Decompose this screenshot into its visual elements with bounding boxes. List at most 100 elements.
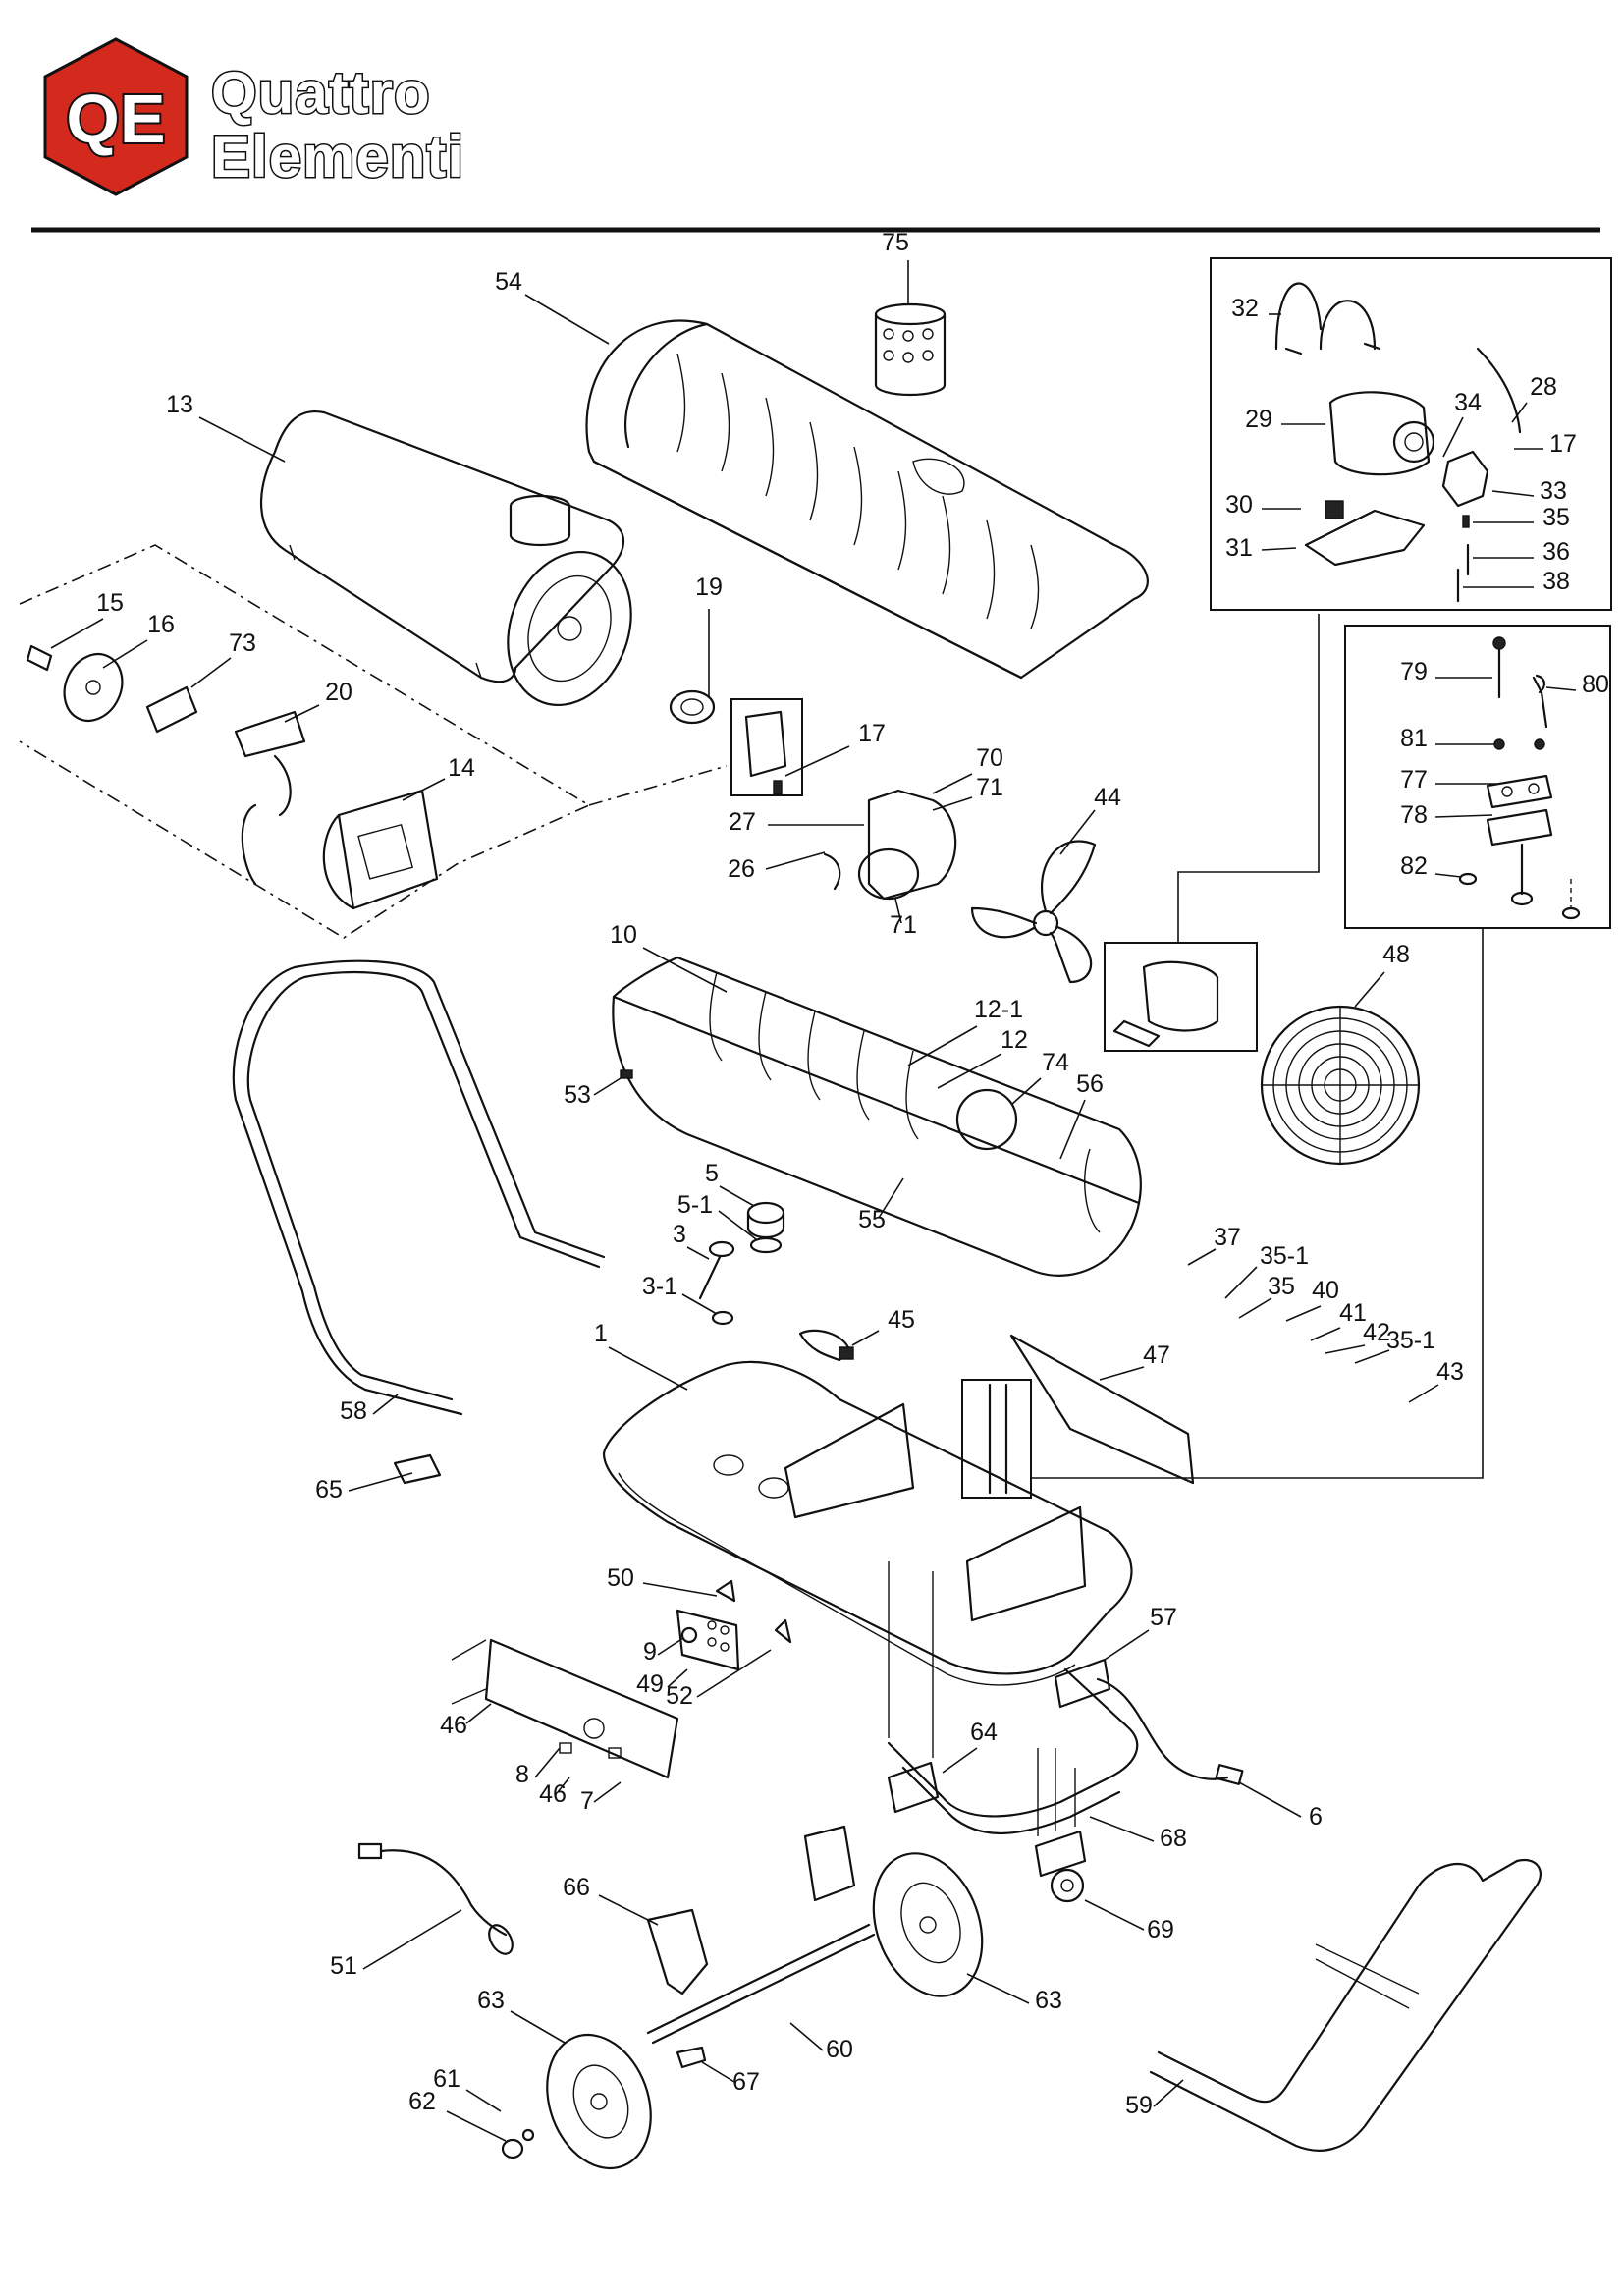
part-54-outer-shell	[585, 319, 1149, 680]
callout-leader	[1434, 873, 1462, 878]
part-callout-label: 80	[1582, 671, 1609, 698]
callout-leader	[681, 1293, 718, 1315]
sensor-inset-right	[1344, 625, 1611, 929]
callout-leader	[50, 618, 104, 649]
callout-leader	[524, 294, 610, 345]
callout-labels: 133-155-16789101212-11314151617171920262…	[96, 229, 1609, 2119]
part-callout-label: 40	[1312, 1277, 1339, 1304]
part-callout-label: 46	[440, 1712, 467, 1739]
callout-leader	[932, 796, 973, 811]
callout-leader	[284, 704, 320, 723]
part-60-axle	[646, 1825, 876, 2069]
part-callout-label: 43	[1436, 1358, 1464, 1386]
part-callout-label: 78	[1400, 801, 1428, 829]
callout-leader	[1511, 402, 1528, 423]
callout-leader	[1099, 1366, 1145, 1381]
part-6-power-cord	[1096, 1677, 1244, 1785]
callout-leader	[1089, 1816, 1155, 1842]
part-callout-label: 12	[1001, 1026, 1028, 1054]
logo-mark-text: QE	[66, 81, 165, 157]
logo-hexagon	[43, 37, 189, 196]
callout-leader	[1354, 971, 1385, 1008]
callout-leader	[534, 1747, 561, 1778]
part-70-fan-housing	[823, 789, 957, 901]
part-callout-label: 35-1	[1386, 1327, 1435, 1354]
callout-leader	[593, 1781, 622, 1803]
part-callout-label: 67	[732, 2068, 760, 2096]
part-58-handle	[232, 959, 606, 1485]
callout-leader	[642, 947, 728, 993]
part-75-filter	[874, 302, 947, 397]
part-callout-label: 9	[643, 1638, 657, 1666]
callout-leader	[657, 1637, 684, 1656]
callout-leader	[1285, 1305, 1322, 1322]
part-48-fan-guard	[1260, 1005, 1421, 1166]
part-callout-label: 28	[1530, 373, 1557, 401]
callout-leader	[1084, 1899, 1145, 1931]
part-callout-label: 60	[826, 2036, 853, 2063]
part-callout-label: 82	[1400, 852, 1428, 880]
burner-assembly-group	[19, 544, 728, 939]
callout-leader	[907, 1025, 978, 1066]
part-1-base-tank	[602, 928, 1484, 1686]
callout-leader	[372, 1394, 399, 1415]
part-callout-label: 34	[1454, 389, 1482, 416]
part-callout-label: 52	[666, 1682, 693, 1710]
callout-leader	[1238, 1781, 1302, 1818]
part-callout-label: 35-1	[1260, 1242, 1309, 1270]
part-callout-label: 15	[96, 589, 124, 617]
part-callout-label: 79	[1400, 658, 1428, 685]
part-45-switch	[798, 1329, 854, 1362]
part-callout-label: 35	[1542, 504, 1570, 531]
part-callout-label: 74	[1042, 1049, 1069, 1076]
part-callout-label: 8	[515, 1761, 529, 1788]
callout-leader	[686, 1246, 710, 1260]
motor-inset-top-right	[1210, 257, 1612, 611]
callout-leader	[446, 2110, 507, 2142]
part-callout-label: 33	[1540, 477, 1567, 505]
callout-leader	[1325, 1344, 1366, 1354]
callout-leader	[1434, 814, 1493, 818]
callout-leader	[942, 1747, 978, 1774]
part-callout-label: 14	[448, 754, 475, 782]
part-callout-label: 12-1	[974, 996, 1023, 1023]
callout-leader	[1310, 1327, 1341, 1341]
part-callout-label: 70	[976, 744, 1003, 772]
callout-leader	[1408, 1384, 1439, 1403]
part-callout-label: 16	[147, 611, 175, 638]
callout-leader	[1491, 490, 1535, 497]
part-callout-label: 49	[636, 1670, 664, 1698]
part-callout-label: 7	[580, 1787, 594, 1815]
part-callout-label: 30	[1225, 491, 1253, 519]
callout-leader	[966, 1973, 1030, 2004]
part-51-sensor-cable	[357, 1842, 514, 1955]
part-callout-label: 68	[1160, 1825, 1187, 1852]
part-callout-label: 51	[330, 1952, 357, 1980]
part-callout-label: 66	[563, 1874, 590, 1901]
brand-line-1: Quattro	[211, 60, 431, 126]
callout-leader	[784, 745, 850, 777]
callout-leader	[765, 851, 826, 870]
callout-leader	[465, 2089, 502, 2112]
callout-leader	[362, 1909, 462, 1970]
part-5-fuel-cap	[746, 1201, 785, 1254]
part-callout-label: 13	[166, 391, 193, 418]
part-callout-label: 71	[976, 774, 1003, 801]
motor-inset-center	[1104, 614, 1320, 1052]
callout-leader	[667, 1668, 688, 1688]
callout-leader	[593, 1077, 622, 1096]
callout-leader	[719, 1185, 755, 1207]
part-callout-label: 75	[882, 229, 909, 256]
brand-logo: QE Quattro Elementi	[43, 37, 465, 196]
callout-leader	[102, 639, 148, 669]
part-callout-label: 26	[728, 855, 755, 883]
callout-leader	[1059, 1099, 1086, 1160]
callout-leader	[510, 2010, 566, 2044]
callout-leader	[1153, 2079, 1184, 2107]
part-callout-label: 6	[1309, 1803, 1323, 1831]
callout-leader	[402, 778, 446, 801]
ignition-box-inset	[730, 698, 803, 796]
part-callout-label: 53	[564, 1081, 591, 1109]
part-callout-label: 65	[315, 1476, 343, 1503]
